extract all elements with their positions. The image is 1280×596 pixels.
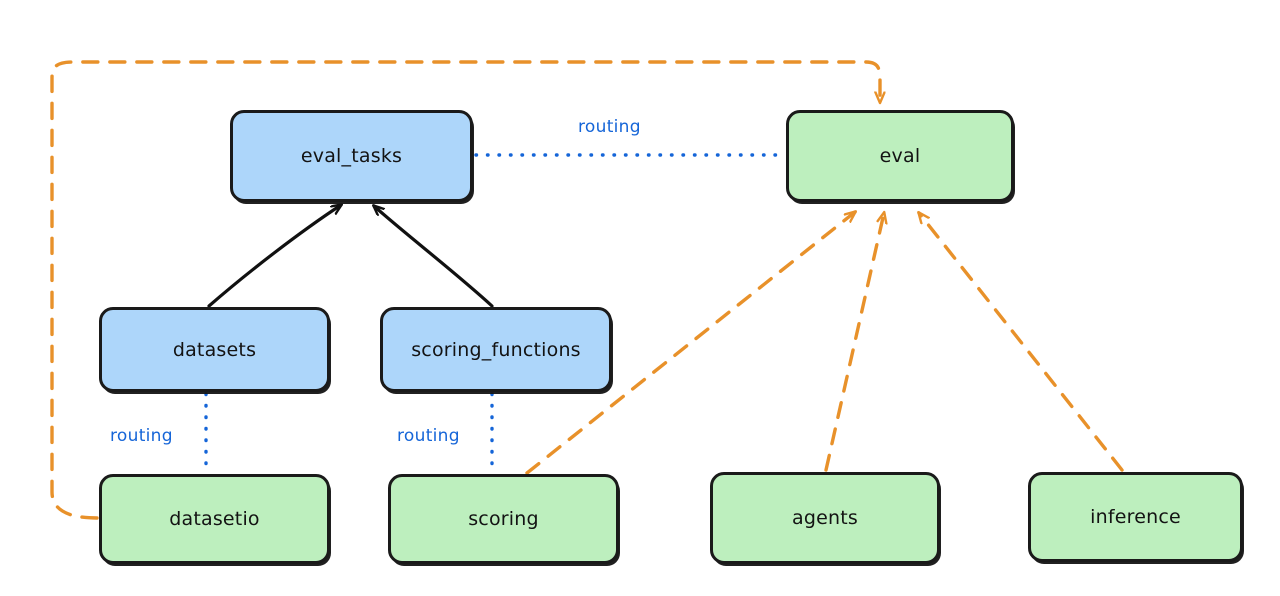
edge-datasetio-to-eval-dependency	[50, 60, 880, 520]
edge-label-routing-scoring-functions-scoring: routing	[397, 426, 460, 446]
node-datasets-label: datasets	[172, 338, 257, 361]
node-agents[interactable]: agents	[710, 472, 940, 564]
edge-scoring-functions-to-eval-tasks	[374, 206, 494, 308]
node-eval[interactable]: eval	[786, 110, 1014, 202]
node-eval-tasks-label: eval_tasks	[300, 145, 403, 167]
node-eval-label: eval	[879, 145, 921, 167]
node-datasetio[interactable]: datasetio	[99, 474, 330, 564]
node-datasetio-label: datasetio	[169, 508, 260, 530]
edge-datasets-to-eval-tasks	[207, 205, 341, 308]
node-datasets[interactable]: datasets	[99, 307, 330, 392]
edge-label-routing-eval-tasks-eval: routing	[578, 117, 641, 137]
edge-scoring-to-eval-dependency	[525, 212, 855, 475]
node-eval-tasks[interactable]: eval_tasks	[230, 110, 473, 202]
node-inference-label: inference	[1090, 506, 1181, 528]
edge-inference-to-eval-dependency	[919, 213, 1124, 472]
edge-label-routing-datasets-datasetio: routing	[110, 426, 173, 446]
edge-agents-to-eval-dependency	[824, 213, 884, 472]
node-scoring-functions-label: scoring_functions	[411, 338, 581, 361]
node-scoring[interactable]: scoring	[388, 474, 619, 564]
node-inference[interactable]: inference	[1028, 472, 1243, 562]
node-agents-label: agents	[792, 507, 858, 529]
node-scoring-functions[interactable]: scoring_functions	[380, 307, 612, 392]
node-scoring-label: scoring	[468, 508, 539, 530]
